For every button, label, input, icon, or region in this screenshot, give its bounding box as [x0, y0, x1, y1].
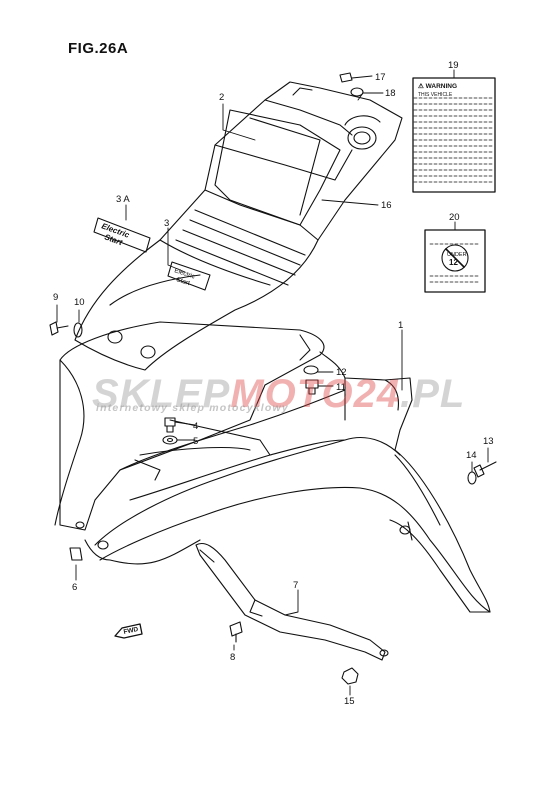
callout-3a: 3 A — [116, 194, 130, 205]
callout-10: 10 — [74, 297, 85, 308]
callout-2: 2 — [219, 92, 224, 103]
callout-6: 6 — [72, 582, 77, 593]
warning-header: ⚠ WARNING — [418, 82, 457, 90]
watermark-suffix: .PL — [400, 372, 466, 416]
callout-9: 9 — [53, 292, 58, 303]
bracket-part — [195, 542, 389, 661]
fwd-text: FWD — [123, 626, 139, 636]
callout-20: 20 — [449, 212, 460, 223]
watermark-prefix: SKLEP — [92, 372, 231, 416]
callout-14: 14 — [466, 450, 477, 461]
callout-16: 16 — [381, 200, 392, 211]
callout-19: 19 — [448, 60, 459, 71]
under-label: UNDER — [447, 252, 467, 258]
warning-label-19: ⚠ WARNING THIS VEHICLE — [412, 77, 496, 193]
callout-4: 4 — [193, 421, 198, 432]
emblem-3a: Electric Start — [93, 217, 151, 253]
figure-title: FIG.26A — [68, 40, 129, 57]
callout-3: 3 — [164, 218, 169, 229]
front-fender-part — [54, 321, 491, 613]
callout-5: 5 — [193, 436, 198, 447]
front-cover-part — [74, 81, 403, 371]
warning-subheader: THIS VEHICLE — [418, 92, 453, 98]
under-number: 12 — [449, 258, 458, 267]
watermark-tagline: internetowy sklep motocyklowy — [96, 402, 289, 414]
age-label-20: UNDER 12 — [424, 229, 486, 293]
callout-12: 12 — [336, 367, 347, 378]
callout-1: 1 — [398, 320, 403, 331]
callout-17: 17 — [375, 72, 386, 83]
callout-13: 13 — [483, 436, 494, 447]
callout-18: 18 — [385, 88, 396, 99]
watermark-highlight: MOTO24 — [230, 372, 401, 416]
svg-text:Start: Start — [175, 276, 190, 287]
fwd-arrow: FWD — [114, 623, 143, 639]
watermark-logo: SKLEPMOTO24.PL — [92, 372, 465, 417]
callout-15: 15 — [344, 696, 355, 707]
callout-numbers: 1 2 3 3 A 4 5 6 7 8 9 10 11 12 13 14 15 … — [53, 60, 494, 707]
leader-lines — [56, 69, 489, 696]
callout-11: 11 — [336, 382, 346, 393]
start-emblem-on-cover: Electric Start — [167, 261, 211, 291]
callout-8: 8 — [230, 652, 235, 663]
callout-7: 7 — [293, 580, 298, 591]
